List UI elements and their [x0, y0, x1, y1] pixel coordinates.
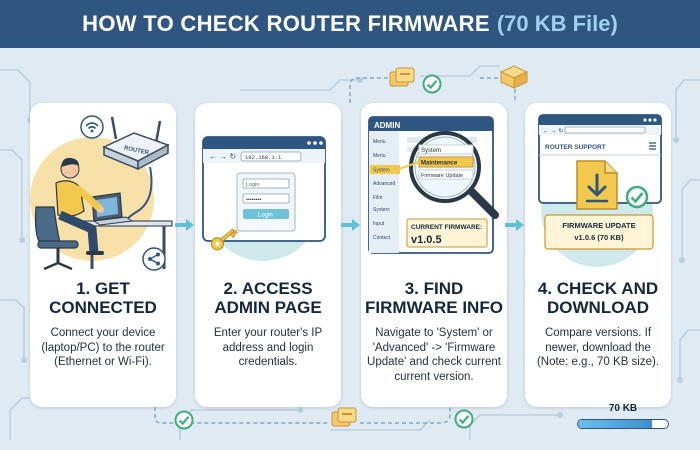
admin-menu-item: Systers: [373, 207, 390, 213]
verified-check-icon: [625, 185, 649, 209]
magnifier-item: System: [421, 148, 441, 154]
step-card-get-connected: ROUTER 1. GET CONNECTED C: [30, 103, 176, 407]
download-file-icon: [576, 160, 618, 210]
step-4-title: DOWNLOAD: [547, 298, 649, 317]
admin-menu: Menu Menu System Advanced Film Systers I…: [370, 139, 400, 241]
step-2-illustration: ← → ↻ 192.168.1.1 Login •••••••• Login: [202, 136, 326, 261]
progress-fill: [578, 420, 652, 428]
current-firmware-version: v1.0.5: [411, 234, 442, 246]
step-2-number: 2. ACCESS: [223, 279, 313, 298]
step-4-heading: 4. CHECK AND DOWNLOAD: [529, 279, 667, 317]
router-icon: ROUTER: [102, 116, 170, 171]
top-check-icon: [422, 74, 442, 94]
progress-label: 70 KB: [608, 403, 638, 414]
step-1-description: Connect your device (laptop/PC) to the r…: [41, 327, 165, 368]
arrow-right-icon: [341, 219, 360, 231]
step-3-heading: 3. FIND FIRMWARE INFO: [365, 279, 503, 317]
firmware-update-label: FIRMWARE UPDATE: [562, 221, 635, 230]
page-title: HOW TO CHECK ROUTER FIRMWARE: [82, 11, 490, 36]
share-icon: [142, 247, 166, 271]
magnifier-icon: System Maintenance Firmware Update: [398, 131, 499, 219]
progress-track: [577, 419, 669, 429]
login-field-placeholder: Login: [246, 182, 259, 188]
svg-text:← → ↻: ← → ↻: [543, 128, 563, 135]
admin-menu-item: Input: [373, 221, 385, 227]
arrow-right-icon: [505, 219, 524, 231]
step-2-description: Enter your router's IP address and login…: [213, 327, 323, 368]
admin-title: ADMIN: [374, 121, 400, 130]
magnifier-item-maintenance: Maintenance: [421, 161, 458, 167]
wifi-icon: [80, 115, 104, 139]
step-4-illustration: ← → ↻ ROUTER SUPPORT FIRMWARE UPDATE v1.…: [538, 114, 662, 267]
step-card-check-download: ← → ↻ ROUTER SUPPORT FIRMWARE UPDATE v1.…: [525, 103, 671, 407]
router-label: ROUTER: [123, 145, 150, 156]
step-1-title: CONNECTED: [49, 298, 157, 317]
top-file-stack-icon: [389, 67, 415, 87]
step-3-description: Navigate to 'System' or 'Advanced' -> 'F…: [367, 327, 501, 383]
key-icon: [210, 228, 238, 251]
menu-icon: [649, 142, 656, 150]
admin-menu-item-system: System: [373, 168, 390, 174]
bottom-right-check-icon: [454, 409, 474, 429]
download-progress: 70 KB: [573, 403, 673, 437]
password-field-mask: ••••••••: [246, 197, 261, 203]
magnifier-item-firmware: Firmware Update: [421, 173, 463, 179]
current-firmware-label: CURRENT FIRMWARE:: [411, 224, 482, 231]
step-3-illustration: ADMIN Menu Menu System Advanced Film Sys…: [368, 116, 499, 254]
step-1-illustration: ROUTER: [30, 115, 173, 271]
browser-nav-arrows: ← → ↻: [209, 152, 236, 161]
step-card-find-firmware: ADMIN Menu Menu System Advanced Film Sys…: [361, 103, 507, 407]
step-1-heading: 1. GET CONNECTED: [34, 279, 172, 317]
step-1-number: 1. GET: [76, 279, 130, 298]
address-bar-text: 192.168.1.1: [245, 154, 282, 161]
admin-menu-item: Advanced: [373, 181, 395, 187]
step-2-heading: 2. ACCESS ADMIN PAGE: [199, 279, 337, 317]
bottom-left-check-icon: [174, 410, 194, 430]
top-right-box-icon: [499, 65, 529, 89]
firmware-update-version: v1.0.6 (70 KB): [574, 233, 624, 242]
step-3-number: 3. FIND: [404, 279, 464, 298]
step-3-title: FIRMWARE INFO: [365, 298, 503, 317]
admin-menu-item: Contact: [373, 235, 391, 241]
step-card-access-admin: ← → ↻ 192.168.1.1 Login •••••••• Login 2…: [195, 103, 341, 407]
bottom-file-stack-icon: [331, 407, 357, 427]
title-bar: HOW TO CHECK ROUTER FIRMWARE (70 KB File…: [0, 0, 700, 48]
step-2-title: ADMIN PAGE: [214, 298, 322, 317]
step-4-description: Compare versions. If newer, download the…: [536, 327, 660, 368]
login-button-label: Login: [258, 213, 273, 219]
admin-menu-item: Menu: [373, 153, 386, 159]
admin-menu-item: Film: [373, 195, 382, 201]
arrow-right-icon: [175, 219, 194, 231]
admin-menu-item: Menu: [373, 139, 386, 145]
step-4-number: 4. CHECK AND: [537, 279, 659, 298]
support-title: ROUTER SUPPORT: [545, 144, 606, 151]
page-title-accent: (70 KB File): [496, 11, 618, 36]
